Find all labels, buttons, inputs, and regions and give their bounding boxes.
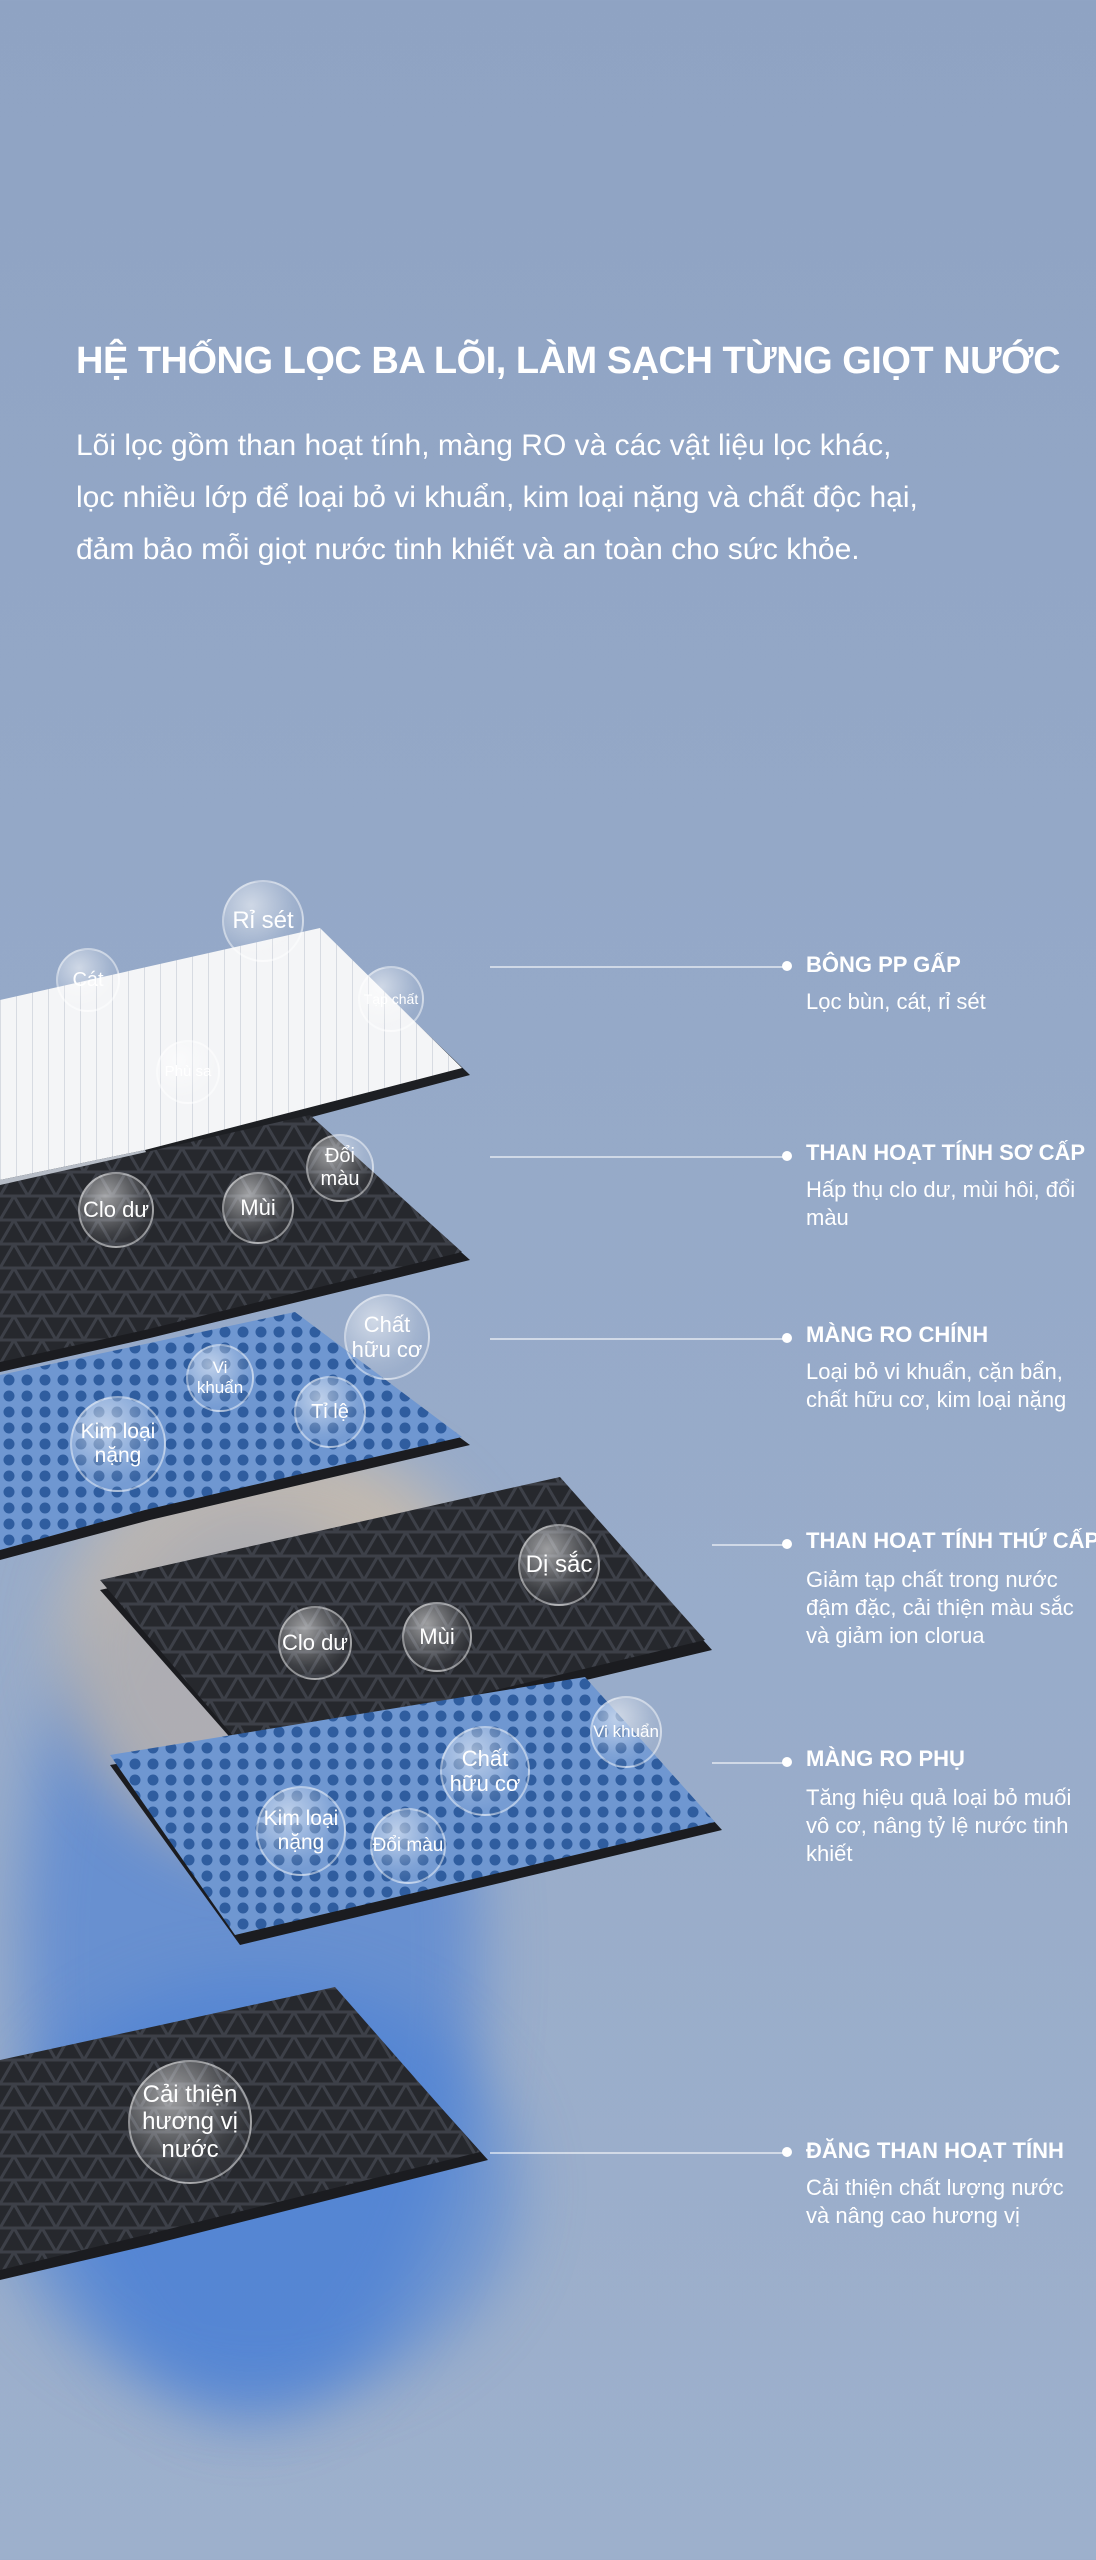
bubble-heavy-metal: Kim loại nặng — [70, 1396, 166, 1492]
bubble-silt: Phù sa — [156, 1040, 220, 1104]
label-desc-ro-secondary: Tăng hiệu quả loại bỏ muối vô cơ, nâng t… — [806, 1785, 1072, 1866]
label-desc-final: Cải thiện chất lượng nước và nâng cao hư… — [806, 2175, 1064, 2228]
connector-dot — [782, 2147, 792, 2157]
connector-dot — [782, 1333, 792, 1343]
connector-line — [712, 1762, 790, 1764]
label-desc-ro-main: Loại bỏ vi khuẩn, cặn bẩn, chất hữu cơ, … — [806, 1359, 1067, 1412]
connector-line — [712, 1544, 790, 1546]
page-description: Lõi lọc gồm than hoạt tính, màng RO và c… — [76, 420, 1056, 576]
bubble-rust: Rỉ sét — [222, 880, 304, 962]
bubble-bacteria-2: Vi khuẩn — [590, 1696, 662, 1768]
bubble-impurity: Tạp chất — [358, 966, 424, 1032]
bubble-heavy-metal-2: Kim loại nặng — [256, 1786, 346, 1876]
bubble-organic-2: Chất hữu cơ — [440, 1726, 530, 1816]
bubble-sand: Cát — [56, 948, 120, 1012]
description-line: đảm bảo mỗi giọt nước tinh khiết và an t… — [76, 533, 860, 566]
label-title-carbon-2: THAN HOẠT TÍNH THỨ CẤP — [806, 1528, 1096, 1553]
label-desc-carbon-2: Giảm tạp chất trong nước đậm đặc, cải th… — [806, 1567, 1074, 1648]
label-title-ro-main: MÀNG RO CHÍNH — [806, 1322, 989, 1347]
bubble-odor-2: Mùi — [402, 1602, 472, 1672]
bubble-ratio: Tỉ lệ — [294, 1376, 366, 1448]
description-line: lọc nhiều lớp để loại bỏ vi khuẩn, kim l… — [76, 481, 918, 514]
connector-dot — [782, 1539, 792, 1549]
page-title: HỆ THỐNG LỌC BA LÕI, LÀM SẠCH TỪNG GIỌT … — [76, 340, 1061, 382]
label-desc-carbon-1: Hấp thụ clo dư, mùi hôi, đổi màu — [806, 1177, 1076, 1230]
label-title-ro-secondary: MÀNG RO PHỤ — [806, 1746, 965, 1771]
label-title-carbon-1: THAN HOẠT TÍNH SƠ CẤP — [806, 1140, 1086, 1165]
bubble-organic: Chất hữu cơ — [344, 1294, 430, 1380]
bubble-odor: Mùi — [222, 1172, 294, 1244]
connector-dot — [782, 1151, 792, 1161]
connector-line — [490, 2152, 790, 2154]
description-line: Lõi lọc gồm than hoạt tính, màng RO và c… — [76, 429, 892, 462]
connector-line — [490, 1338, 790, 1340]
bubble-discolor-2: Đổi màu — [370, 1808, 446, 1884]
bubble-taste: Cải thiện hương vị nước — [128, 2060, 252, 2184]
label-desc-pp: Lọc bùn, cát, rỉ sét — [806, 989, 986, 1014]
connector-dot — [782, 961, 792, 971]
bubble-bacteria: Vi khuẩn — [186, 1344, 254, 1412]
connector-line — [490, 966, 790, 968]
bubble-chlorine: Clo dư — [78, 1172, 154, 1248]
connector-line — [490, 1156, 790, 1158]
filter-layers-illustration — [0, 928, 722, 2280]
label-title-pp: BÔNG PP GẤP — [806, 952, 961, 977]
label-title-final: ĐĂNG THAN HOẠT TÍNH — [806, 2138, 1064, 2163]
bubble-discolor: Đổi màu — [306, 1134, 374, 1202]
bubble-color: Dị sắc — [518, 1524, 600, 1606]
bubble-chlorine-2: Clo dư — [278, 1606, 352, 1680]
connector-dot — [782, 1757, 792, 1767]
